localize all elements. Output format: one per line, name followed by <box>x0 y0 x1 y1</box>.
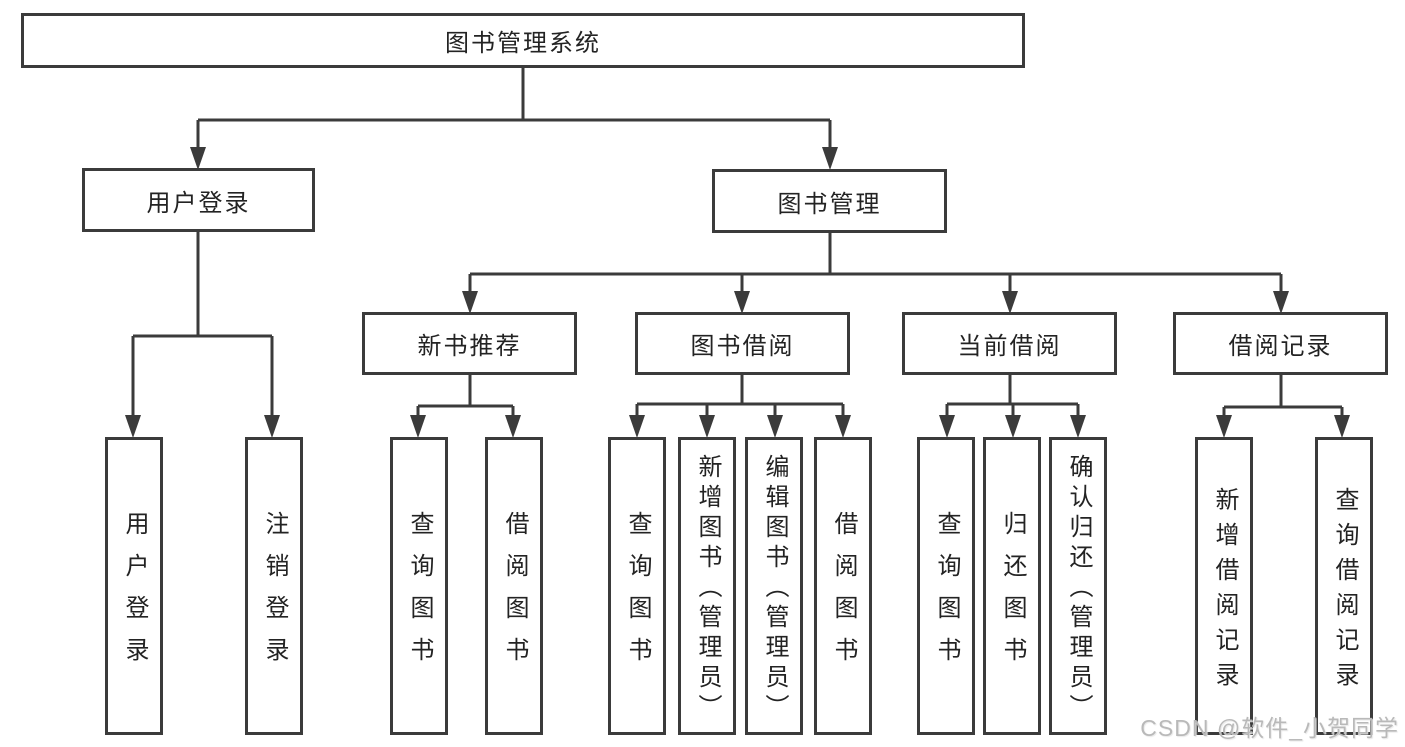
node-borrowing-records: 借阅记录 <box>1173 312 1388 375</box>
arrowheads <box>125 147 1350 438</box>
node-library-management-system: 图书管理系统 <box>21 13 1025 68</box>
node-book-management: 图书管理 <box>712 169 947 233</box>
node-user-login: 用户登录 <box>82 168 315 232</box>
leaf-add-borrow-record: 新增借阅记录 <box>1195 437 1253 735</box>
node-new-book-recommendation: 新书推荐 <box>362 312 577 375</box>
leaf-borrow-books-recommend: 借阅图书 <box>485 437 543 735</box>
leaf-query-books-borrowing: 查询图书 <box>608 437 666 735</box>
leaf-edit-book-admin: 编辑图书（管理员） <box>745 437 803 735</box>
leaf-user-login: 用户登录 <box>105 437 163 735</box>
leaf-query-books-current: 查询图书 <box>917 437 975 735</box>
leaf-return-books: 归还图书 <box>983 437 1041 735</box>
node-current-borrowing: 当前借阅 <box>902 312 1117 375</box>
leaf-confirm-return-admin: 确认归还（管理员） <box>1049 437 1107 735</box>
leaf-query-books-recommend: 查询图书 <box>390 437 448 735</box>
leaf-query-borrow-record: 查询借阅记录 <box>1315 437 1373 735</box>
csdn-watermark: CSDN @软件_小贺同学 <box>1140 715 1399 741</box>
leaf-add-book-admin: 新增图书（管理员） <box>678 437 736 735</box>
node-book-borrowing: 图书借阅 <box>635 312 850 375</box>
leaf-borrow-books-borrowing: 借阅图书 <box>814 437 872 735</box>
leaf-logout: 注销登录 <box>245 437 303 735</box>
